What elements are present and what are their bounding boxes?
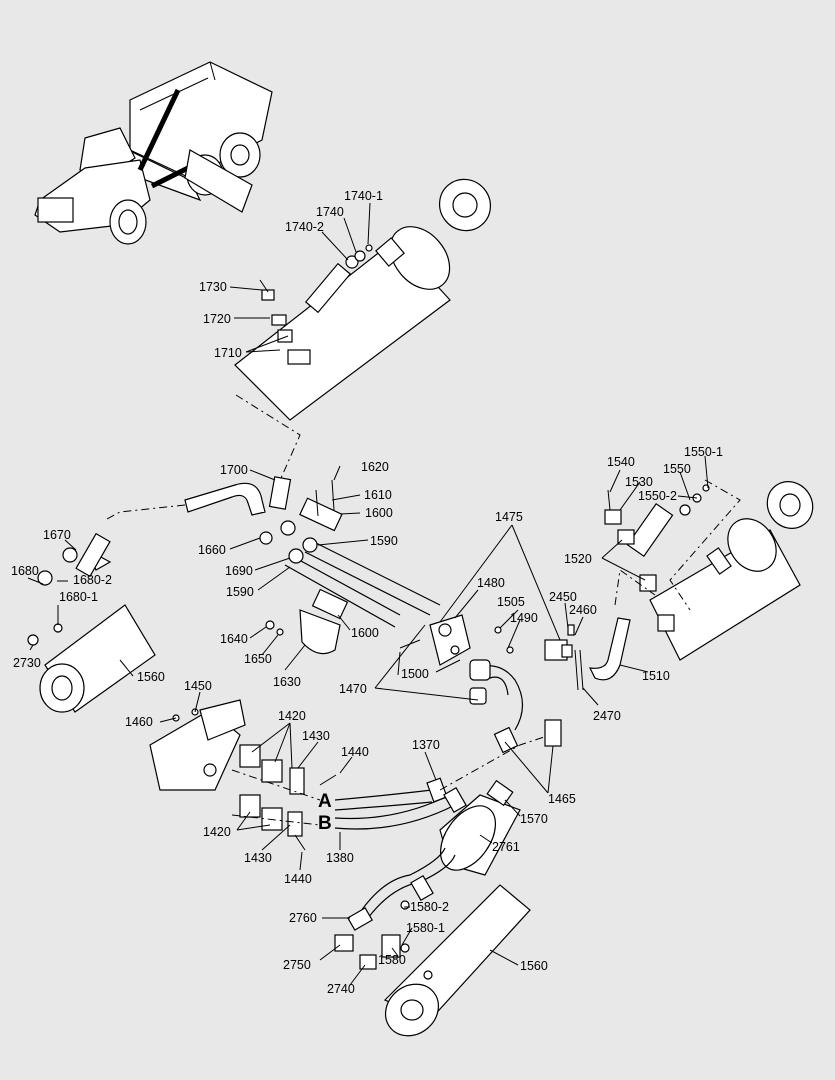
label-1475: 1475 [495, 510, 523, 524]
label-1620: 1620 [361, 460, 389, 474]
label-1560-left: 1560 [137, 670, 165, 684]
label-1380: 1380 [326, 851, 354, 865]
label-1490: 1490 [510, 611, 538, 625]
frame-bracket-1450 [149, 699, 246, 791]
dump-truck-illustration [34, 61, 273, 245]
label-1650: 1650 [244, 652, 272, 666]
label-1570: 1570 [520, 812, 548, 826]
label-1465: 1465 [548, 792, 576, 806]
tube-assembly-1590 [259, 479, 441, 655]
label-1610: 1610 [364, 488, 392, 502]
label-1680-1: 1680-1 [59, 590, 98, 604]
label-1550-2: 1550-2 [638, 489, 677, 503]
label-1710: 1710 [214, 346, 242, 360]
label-1500: 1500 [401, 667, 429, 681]
valve-block-1480 [397, 614, 524, 731]
label-1580-1: 1580-1 [406, 921, 445, 935]
label-1700: 1700 [220, 463, 248, 477]
part-number-labels: 1740-1 1740 1740-2 1730 1720 1710 1700 1… [11, 189, 723, 996]
label-1430-upper: 1430 [302, 729, 330, 743]
label-2450: 2450 [549, 590, 577, 604]
clamps-1420 [231, 744, 337, 851]
label-1740-2: 1740-2 [285, 220, 324, 234]
tee-fitting-1500 [494, 624, 584, 691]
label-1420-lower: 1420 [203, 825, 231, 839]
label-1670: 1670 [43, 528, 71, 542]
label-1480: 1480 [477, 576, 505, 590]
label-1600-upper: 1600 [365, 506, 393, 520]
hoses-1370-1380 [334, 719, 562, 830]
left-cylinder-1560 [27, 532, 156, 713]
label-1680-2: 1680-2 [73, 573, 112, 587]
label-2761: 2761 [492, 840, 520, 854]
label-2470: 2470 [593, 709, 621, 723]
label-1505: 1505 [497, 595, 525, 609]
label-1720: 1720 [203, 312, 231, 326]
label-1590-upper: 1590 [370, 534, 398, 548]
label-1430-lower: 1430 [244, 851, 272, 865]
upper-hoist-cylinder [234, 178, 492, 486]
label-1660: 1660 [198, 543, 226, 557]
right-upper-cylinder [588, 479, 814, 681]
label-1560-lower: 1560 [520, 959, 548, 973]
label-1690: 1690 [225, 564, 253, 578]
label-1740: 1740 [316, 205, 344, 219]
label-2760: 2760 [289, 911, 317, 925]
label-1540: 1540 [607, 455, 635, 469]
label-1450: 1450 [184, 679, 212, 693]
label-2460: 2460 [569, 603, 597, 617]
label-1580-2: 1580-2 [410, 900, 449, 914]
marker-a: A [318, 791, 332, 812]
label-1550-1: 1550-1 [684, 445, 723, 459]
hose-1700 [104, 476, 292, 521]
label-1370: 1370 [412, 738, 440, 752]
label-1640: 1640 [220, 632, 248, 646]
label-1460: 1460 [125, 715, 153, 729]
label-1580: 1580 [378, 953, 406, 967]
label-1680: 1680 [11, 564, 39, 578]
label-1440-upper: 1440 [341, 745, 369, 759]
label-1600-lower: 1600 [351, 626, 379, 640]
leader-lines [27, 202, 709, 986]
label-1470: 1470 [339, 682, 367, 696]
label-1590-lower: 1590 [226, 585, 254, 599]
label-1440-lower: 1440 [284, 872, 312, 886]
label-1420-upper: 1420 [278, 709, 306, 723]
label-2750: 2750 [283, 958, 311, 972]
label-1530: 1530 [625, 475, 653, 489]
marker-b: B [318, 813, 332, 834]
label-1740-1: 1740-1 [344, 189, 383, 203]
label-1630: 1630 [273, 675, 301, 689]
label-2740: 2740 [327, 982, 355, 996]
label-1550: 1550 [663, 462, 691, 476]
label-1510: 1510 [642, 669, 670, 683]
label-1520: 1520 [564, 552, 592, 566]
label-1730: 1730 [199, 280, 227, 294]
label-2730: 2730 [13, 656, 41, 670]
